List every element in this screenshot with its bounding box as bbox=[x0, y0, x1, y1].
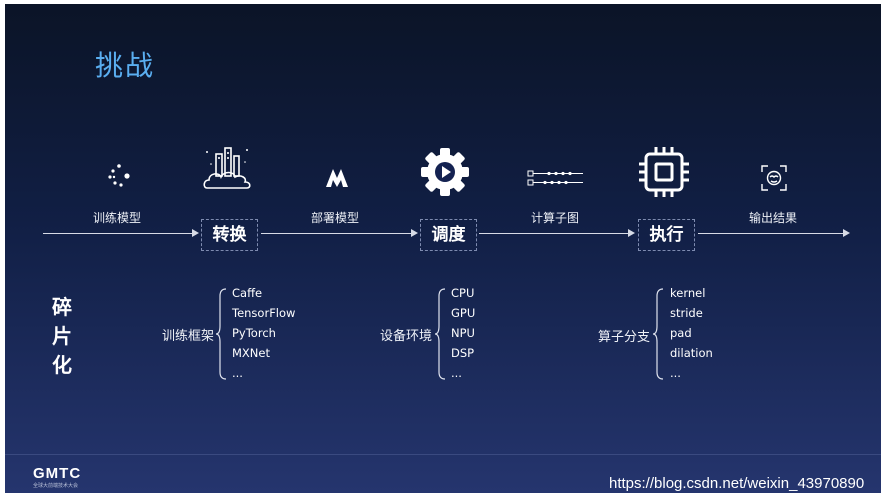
stage-label-convert: 转换 bbox=[212, 225, 247, 245]
brace-icon bbox=[434, 288, 446, 380]
list-item: DSP bbox=[451, 346, 475, 360]
arrow-head-2 bbox=[411, 229, 418, 237]
fragmentation-title-char-2: 片 bbox=[52, 324, 72, 348]
list-item: TensorFlow bbox=[232, 306, 296, 320]
list-item: ... bbox=[451, 366, 462, 380]
arrow-head-4 bbox=[843, 229, 850, 237]
list-item: GPU bbox=[451, 306, 476, 320]
city-cloud-icon bbox=[201, 144, 255, 196]
fragmentation-title-char-3: 化 bbox=[52, 353, 72, 377]
list-item: MXNet bbox=[232, 346, 270, 360]
footer-divider bbox=[5, 454, 881, 455]
list-item: CPU bbox=[451, 286, 475, 300]
step-label-output-result: 输出结果 bbox=[749, 211, 798, 225]
stage-box-convert: 转换 bbox=[201, 219, 258, 251]
stage-label-schedule: 调度 bbox=[431, 225, 466, 245]
arrow-head-1 bbox=[192, 229, 199, 237]
chip-icon bbox=[638, 146, 690, 198]
gmtc-logo: GMTC bbox=[33, 465, 82, 482]
face-scan-icon bbox=[760, 164, 788, 192]
slide: 挑战 训练模型 bbox=[5, 4, 881, 493]
stage-box-schedule: 调度 bbox=[420, 219, 477, 251]
flow-line-segment-3 bbox=[479, 233, 629, 234]
list-item: Caffe bbox=[232, 286, 263, 300]
list-item: PyTorch bbox=[232, 326, 276, 340]
m-logo-icon bbox=[324, 167, 350, 189]
group-label-operator-branches: 算子分支 bbox=[598, 330, 651, 345]
group-label-training-frameworks: 训练框架 bbox=[162, 329, 215, 344]
node-graph-icon bbox=[527, 168, 585, 188]
url-watermark: https://blog.csdn.net/weixin_43970890 bbox=[609, 475, 865, 492]
slide-title: 挑战 bbox=[95, 49, 156, 82]
model-dots-icon bbox=[106, 162, 132, 190]
step-label-deploy-model: 部署模型 bbox=[311, 211, 360, 225]
gear-play-icon bbox=[419, 146, 471, 198]
list-item: NPU bbox=[451, 326, 475, 340]
flow-line-segment-1 bbox=[43, 233, 193, 234]
stage-label-execute: 执行 bbox=[649, 225, 684, 245]
list-item: kernel bbox=[670, 286, 706, 300]
brace-icon bbox=[652, 288, 664, 380]
step-label-train-model: 训练模型 bbox=[93, 211, 142, 225]
stage-box-execute: 执行 bbox=[638, 219, 695, 251]
flow-line-segment-4 bbox=[698, 233, 844, 234]
flow-line-segment-2 bbox=[261, 233, 412, 234]
list-item: stride bbox=[670, 306, 703, 320]
fragmentation-title-char-1: 碎 bbox=[52, 295, 72, 319]
brace-icon bbox=[215, 288, 227, 380]
group-label-device-environments: 设备环境 bbox=[380, 329, 433, 344]
list-item: ... bbox=[232, 366, 243, 380]
arrow-head-3 bbox=[628, 229, 635, 237]
step-label-compute-subgraph: 计算子图 bbox=[531, 211, 580, 225]
gmtc-logo-subtitle: 全球大前端技术大会 bbox=[33, 483, 79, 489]
list-item: ... bbox=[670, 366, 681, 380]
list-item: pad bbox=[670, 326, 692, 340]
list-item: dilation bbox=[670, 346, 713, 360]
